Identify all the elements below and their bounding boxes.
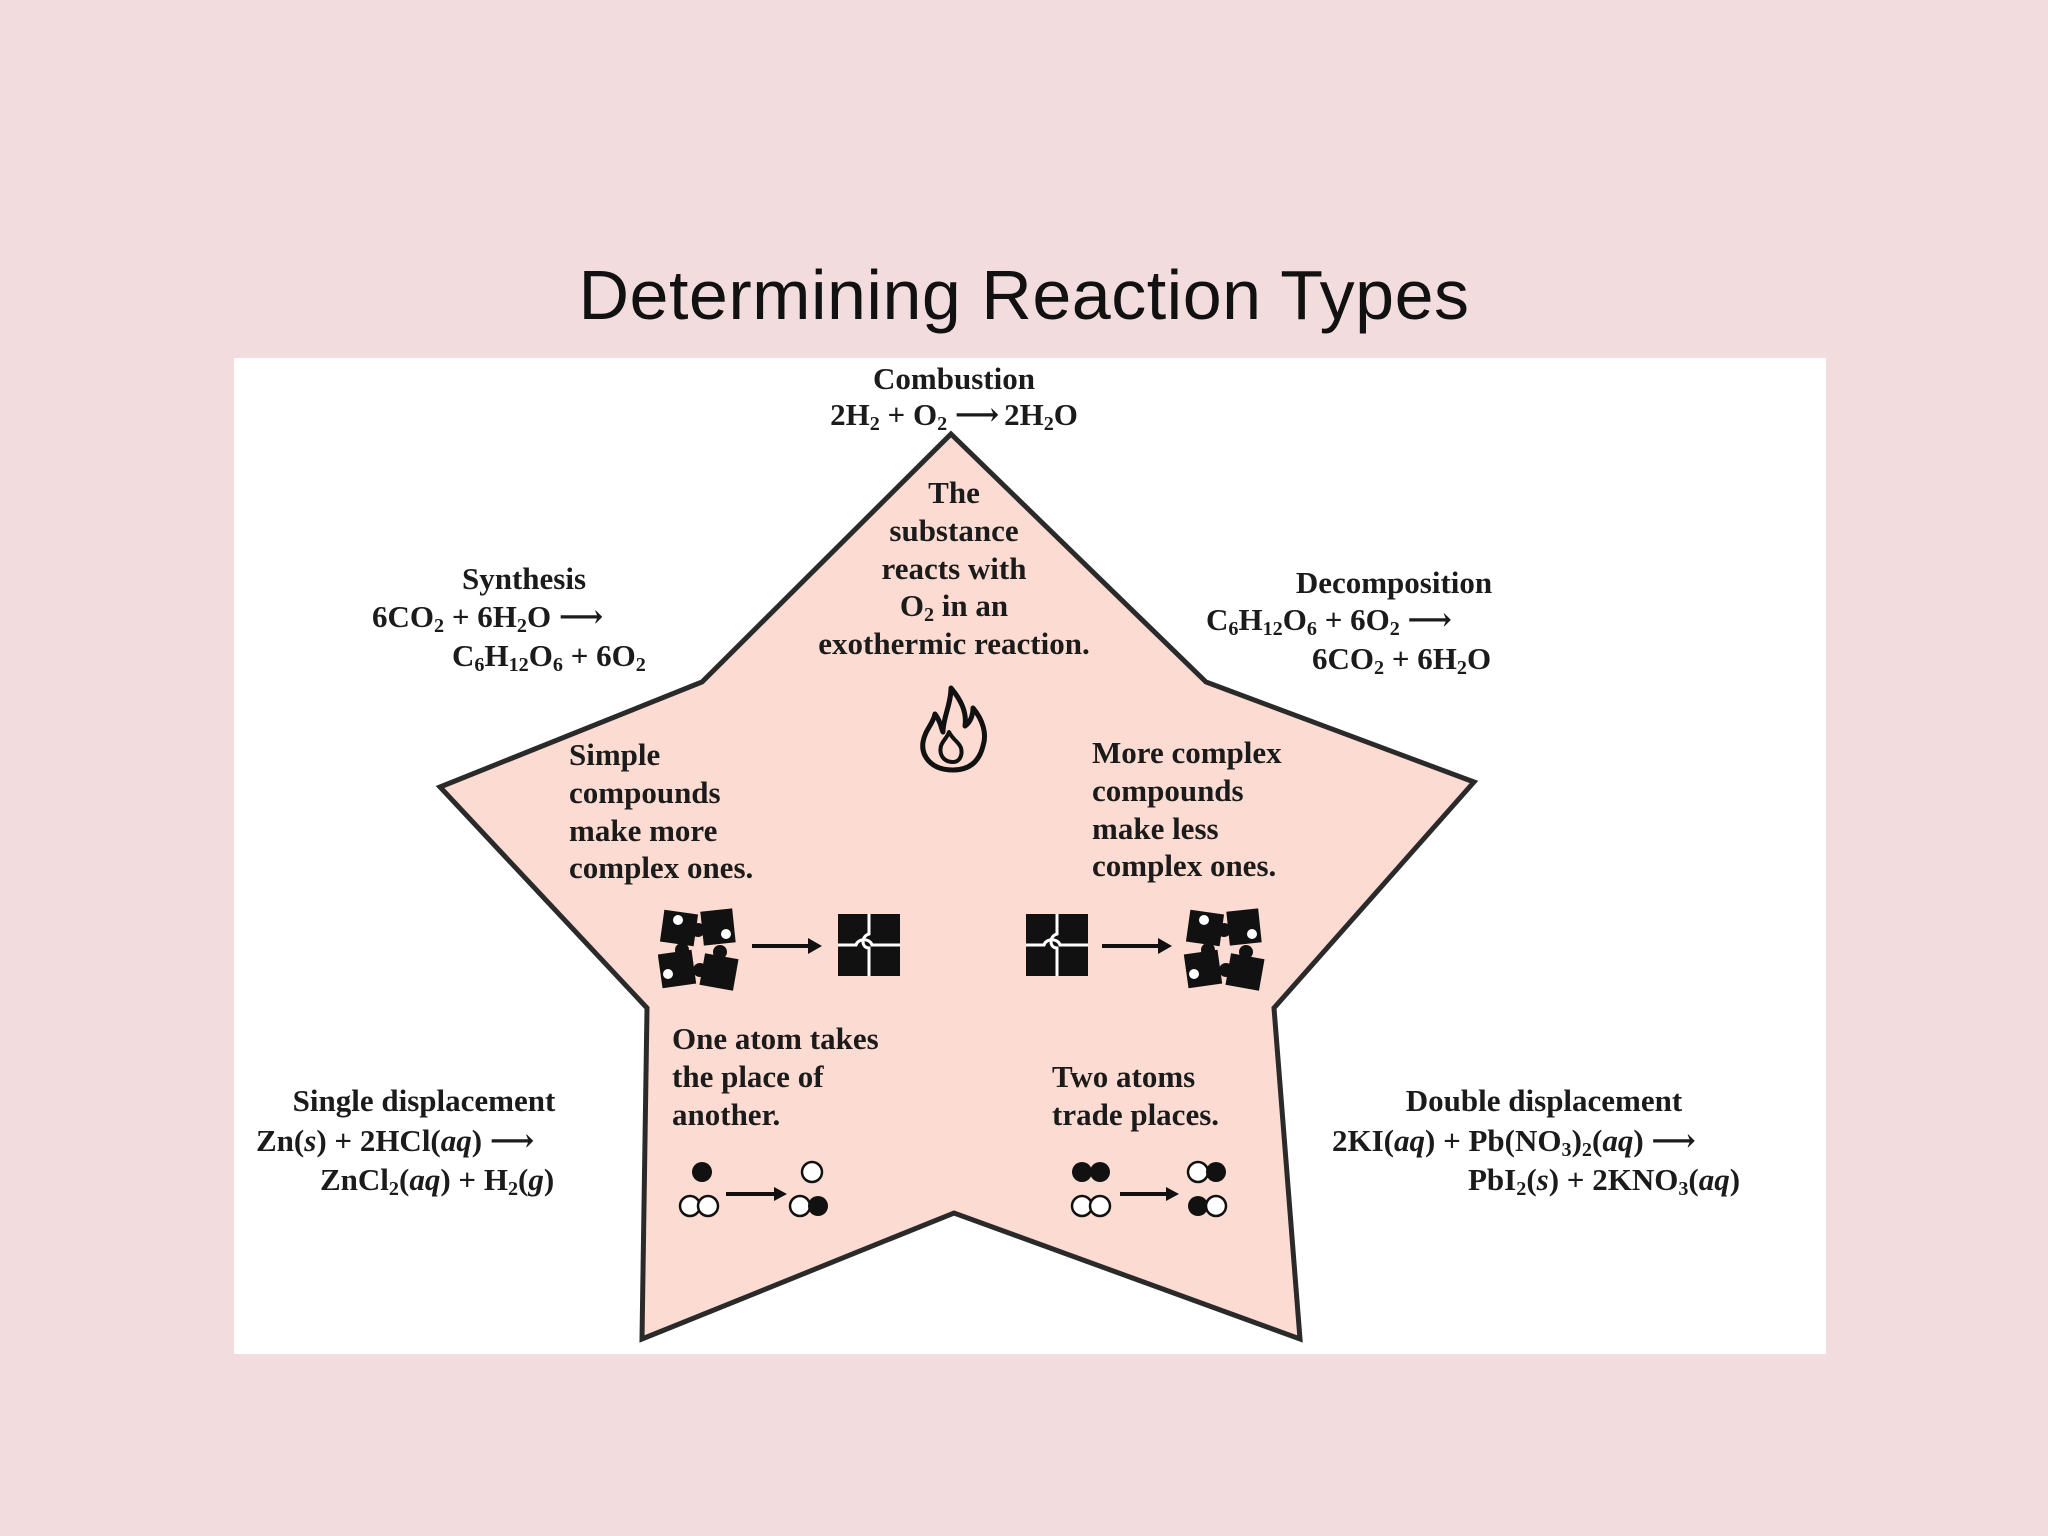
decomposition-description: More complex compounds make less complex… [1092,734,1282,885]
synthesis-description-line: compounds [569,774,721,810]
decomposition-equation-line2: 6CO2 + 6H2O [1312,641,1492,680]
puzzle-pieces-assemble-icon [658,908,900,991]
synthesis-heading: Synthesis [461,561,587,596]
puzzle-pieces-break-icon [1026,908,1265,991]
decomposition-description-line: complex ones. [1092,848,1277,884]
combustion-heading: Combustion [873,361,1035,396]
star-shape [435,430,1479,1343]
synthesis-equation-line2: C6H12O6 + 6O2 [452,638,646,677]
single-displacement-equation-line1: Zn(s) + 2HCl(aq) ⟶ [256,1123,534,1158]
reaction-types-diagram: Combustion 2H2 + O2 ⟶ 2H2O The substance… [234,358,1826,1354]
flame-icon [920,685,988,773]
decomposition-equation-line1: C6H12O6 + 6O2 ⟶ [1206,602,1452,641]
double-displacement-description-line: trade places. [1052,1096,1220,1132]
synthesis-description-line: make more [569,812,718,848]
combustion-description-line: exothermic reaction. [818,626,1090,662]
double-displacement-equation-line1: 2KI(aq) + Pb(NO3)2(aq) ⟶ [1332,1123,1696,1162]
combustion-description-line: O2 in an [899,588,1009,627]
single-displacement-equation-line2: ZnCl2(aq) + H2(g) [320,1162,555,1201]
single-displacement-description-line: One atom takes [672,1021,879,1056]
double-displacement-heading: Double displacement [1405,1083,1683,1118]
double-displacement-description: Two atoms trade places. [1052,1058,1219,1134]
single-displacement-description-line: another. [672,1096,781,1132]
decomposition-heading: Decomposition [1295,565,1493,600]
single-displacement-description-line: the place of [672,1058,824,1094]
atom-swap-single-icon [678,1160,828,1218]
synthesis-equation-line1: 6CO2 + 6H2O ⟶ [372,599,603,638]
decomposition-description-line: More complex [1092,735,1282,770]
synthesis-description: Simple compounds make more complex ones. [569,736,753,887]
combustion-equation: 2H2 + O2 ⟶ 2H2O [830,397,1078,436]
decomposition-description-line: compounds [1092,772,1244,808]
atom-swap-double-icon [1070,1160,1228,1218]
double-displacement-equation-line2: PbI2(s) + 2KNO3(aq) [1468,1162,1741,1201]
combustion-description-line: substance [889,512,1019,548]
double-displacement-description-line: Two atoms [1052,1059,1196,1094]
synthesis-description-line: complex ones. [569,850,754,886]
combustion-description-line: reacts with [881,550,1027,586]
decomposition-description-line: make less [1092,810,1219,846]
single-displacement-heading: Single displacement [292,1083,556,1118]
single-displacement-description: One atom takes the place of another. [672,1020,879,1133]
combustion-description-line: The [928,475,980,510]
synthesis-description-line: Simple [569,737,661,772]
page-title: Determining Reaction Types [578,256,1470,334]
combustion-description: The substance reacts with O2 in an exoth… [754,474,1154,663]
star-polygon [435,430,1479,1343]
